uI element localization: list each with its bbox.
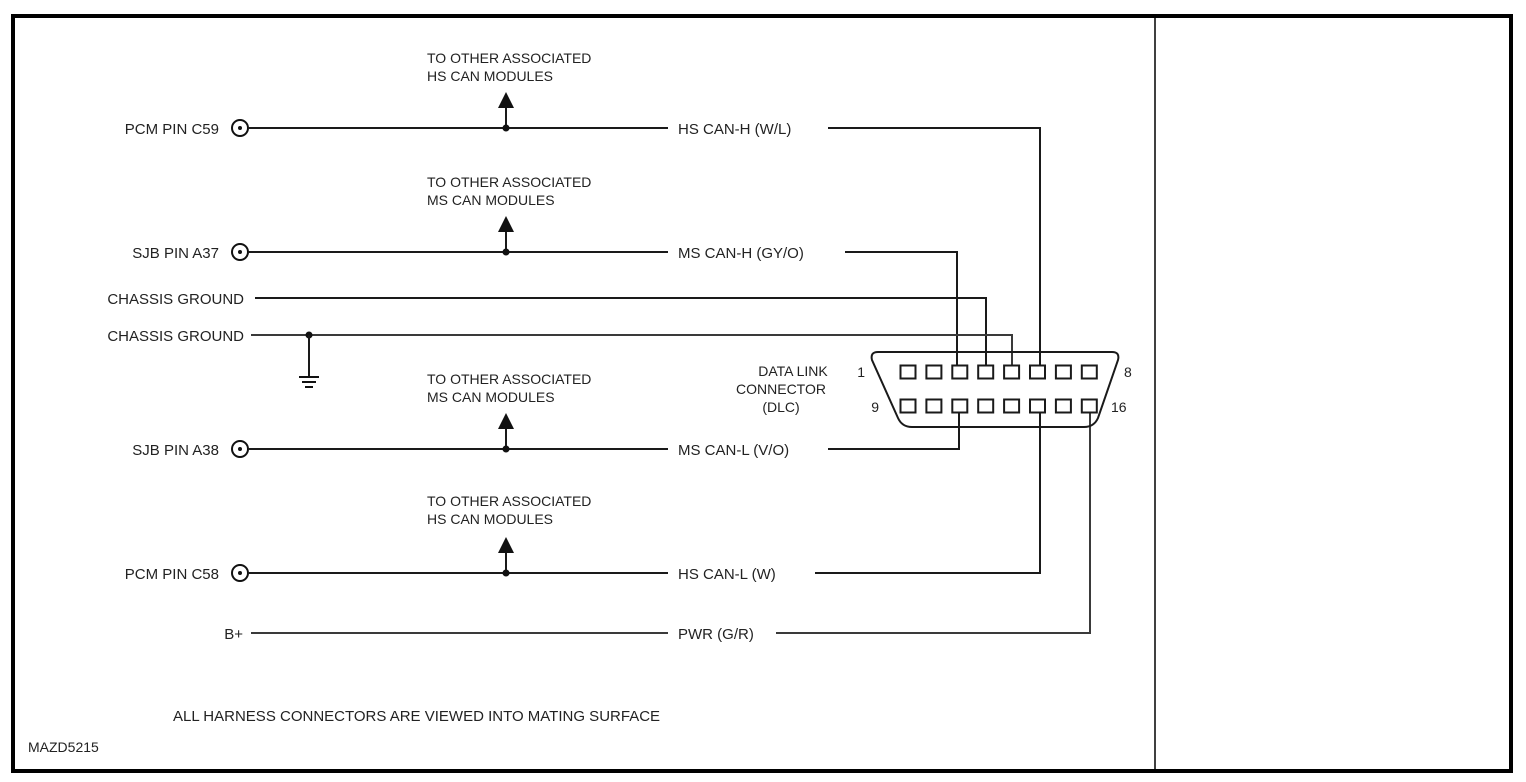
pin-row-top <box>899 364 1098 380</box>
source-label: PCM PIN C59 <box>125 121 219 138</box>
circuit-chassis-ground-1: CHASSIS GROUND <box>107 291 987 366</box>
dlc-pin-16 <box>1080 398 1098 414</box>
branch-note-line: TO OTHER ASSOCIATED <box>427 50 591 66</box>
branch-note-line: HS CAN MODULES <box>427 511 553 527</box>
circuit-chassis-ground-2: CHASSIS GROUND <box>107 328 1013 388</box>
source-label: B+ <box>224 626 243 643</box>
branch-note-line: TO OTHER ASSOCIATED <box>427 174 591 190</box>
dlc-pin-3 <box>951 364 969 380</box>
pin-terminal-icon <box>231 243 249 261</box>
ground-icon <box>299 331 319 388</box>
dlc-pin-13 <box>1003 398 1021 414</box>
branch-note-line: TO OTHER ASSOCIATED <box>427 493 591 509</box>
circuit-label: HS CAN-H (W/L) <box>678 121 791 138</box>
wire-to-dlc <box>828 411 960 450</box>
pin-number-label: 1 <box>857 364 865 380</box>
branch-note-line: HS CAN MODULES <box>427 68 553 84</box>
pin-terminal-icon <box>231 440 249 458</box>
circuit-hs-can-l: PCM PIN C58 HS CAN-L (W) TO OTHER ASSOCI… <box>125 411 1041 583</box>
circuit-ms-can-h: SJB PIN A37 MS CAN-H (GY/O) TO OTHER ASS… <box>132 174 958 366</box>
dlc-pin-10 <box>925 398 943 414</box>
circuit-label: MS CAN-H (GY/O) <box>678 245 804 262</box>
circuit-ms-can-l: SJB PIN A38 MS CAN-L (V/O) TO OTHER ASSO… <box>132 371 960 459</box>
dlc-pin-7 <box>1054 364 1072 380</box>
dlc-pin-1 <box>899 364 917 380</box>
circuit-pwr: B+ PWR (G/R) <box>224 411 1091 643</box>
pin-row-bottom <box>899 398 1098 414</box>
outer-frame <box>11 14 1513 773</box>
dlc-pin-6 <box>1029 364 1046 380</box>
dlc-pin-12 <box>977 398 995 414</box>
dlc-pin-2 <box>925 364 943 380</box>
wire-to-dlc <box>828 127 1041 366</box>
wire-to-dlc <box>255 297 987 366</box>
source-label: SJB PIN A38 <box>132 442 219 459</box>
pin-number-label: 9 <box>871 399 879 415</box>
pin-terminal-icon <box>231 564 249 582</box>
circuit-label: MS CAN-L (V/O) <box>678 442 789 459</box>
connector-name-line: CONNECTOR <box>736 381 826 397</box>
pin-terminal-icon <box>231 119 249 137</box>
figure-id: MAZD5215 <box>28 739 99 755</box>
data-link-connector: 1 8 9 16 DATA LINK CONNECTOR (DLC) <box>736 351 1132 428</box>
branch-arrow-icon <box>498 537 514 577</box>
wire-to-dlc <box>776 411 1091 634</box>
branch-arrow-icon <box>498 92 514 132</box>
pin-number-label: 16 <box>1111 399 1127 415</box>
connector-name-line: (DLC) <box>762 399 799 415</box>
wire-to-dlc <box>815 411 1041 574</box>
dlc-pin-15 <box>1054 398 1072 414</box>
circuit-label: HS CAN-L (W) <box>678 566 776 583</box>
circuit-hs-can-h: PCM PIN C59 HS CAN-H (W/L) TO OTHER ASSO… <box>125 50 1041 366</box>
dlc-pin-9 <box>899 398 917 414</box>
dlc-pin-11 <box>951 398 969 414</box>
branch-note-line: TO OTHER ASSOCIATED <box>427 371 591 387</box>
branch-arrow-icon <box>498 413 514 453</box>
circuit-label: PWR (G/R) <box>678 626 754 643</box>
source-label: CHASSIS GROUND <box>107 328 244 345</box>
branch-note-line: MS CAN MODULES <box>427 192 555 208</box>
connector-name-line: DATA LINK <box>758 363 828 379</box>
branch-note-line: MS CAN MODULES <box>427 389 555 405</box>
dlc-pin-8 <box>1080 364 1098 380</box>
pin-number-label: 8 <box>1124 364 1132 380</box>
source-label: PCM PIN C58 <box>125 566 219 583</box>
harness-footnote: ALL HARNESS CONNECTORS ARE VIEWED INTO M… <box>173 708 660 725</box>
dlc-pin-14 <box>1029 398 1046 414</box>
dlc-pin-4 <box>977 364 995 380</box>
source-label: SJB PIN A37 <box>132 245 219 262</box>
wire-to-dlc <box>845 251 958 366</box>
branch-arrow-icon <box>498 216 514 256</box>
dlc-pin-5 <box>1003 364 1021 380</box>
source-label: CHASSIS GROUND <box>107 291 244 308</box>
connector-shell <box>870 351 1120 428</box>
wire-to-dlc <box>251 334 1013 366</box>
